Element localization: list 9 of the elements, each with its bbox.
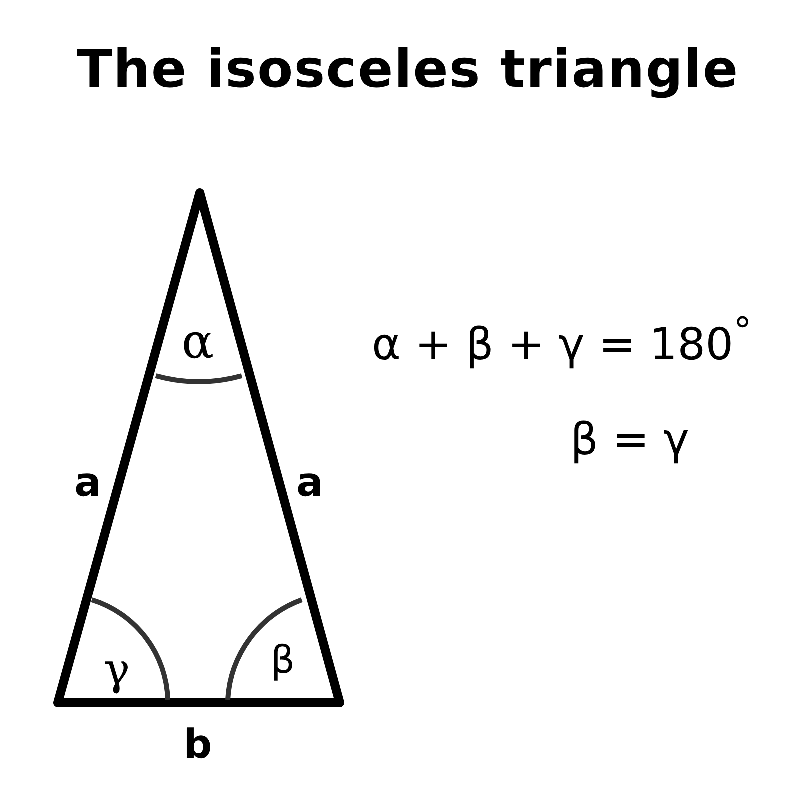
angle-label: α — [182, 314, 214, 370]
angle-sum-formula: α + β + γ = 180$^{°}$ — [372, 310, 752, 370]
angle-label: β — [270, 638, 296, 682]
side-label: b — [184, 722, 212, 768]
title: The isosceles triangle — [76, 40, 740, 100]
side-label: a — [296, 460, 324, 506]
side-label: a — [74, 460, 102, 506]
angle-label: γ — [104, 644, 130, 696]
equality-formula: β = γ — [570, 414, 690, 466]
